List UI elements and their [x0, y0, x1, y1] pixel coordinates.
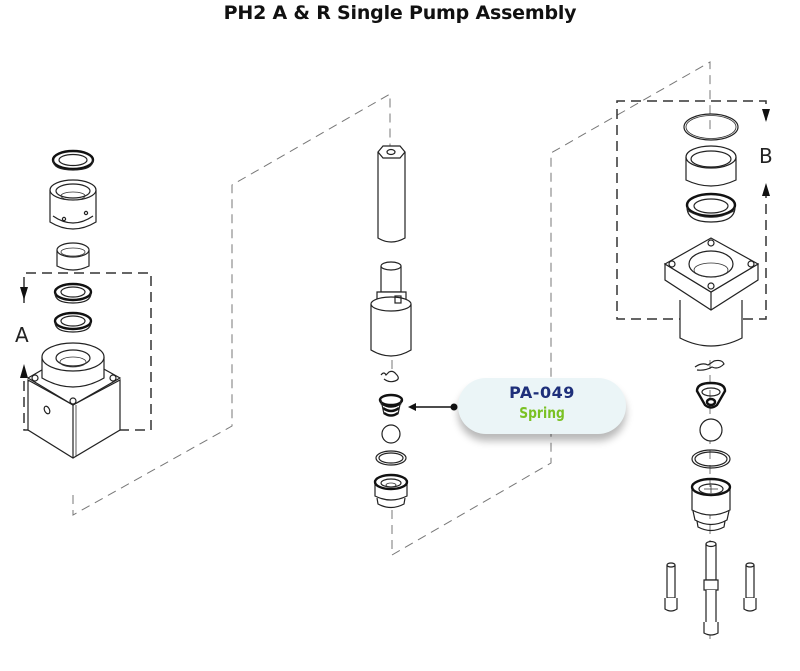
seal-ring-part [51, 149, 95, 171]
bolt-part [743, 562, 757, 612]
piston-part [370, 261, 412, 357]
bushing-part [685, 145, 737, 187]
retainer-clip-part [380, 370, 399, 383]
o-ring-part [683, 113, 739, 141]
flange-housing-part [663, 237, 760, 347]
bolt-part [703, 590, 719, 636]
valve-cage-part [695, 381, 727, 409]
packing-nut-part [49, 179, 97, 230]
seal-part [53, 311, 93, 333]
bushing-part [56, 242, 90, 271]
diagram-title: PH2 A & R Single Pump Assembly [223, 2, 577, 24]
section-a-bracket: A [15, 272, 152, 431]
section-b-label: B [759, 144, 773, 168]
right-component-group [663, 113, 760, 636]
seal-part [685, 192, 737, 223]
o-ring-part [691, 449, 731, 469]
valve-seat-part [373, 473, 409, 509]
plunger-rod-part [377, 145, 406, 243]
seal-part [53, 282, 93, 304]
callout-part-name: Spring [519, 404, 565, 422]
o-ring-part [375, 450, 407, 466]
inlet-valve-body-part [690, 477, 732, 532]
retainer-clip-part [694, 359, 725, 371]
check-ball-part [381, 424, 401, 444]
section-b-bracket: B [616, 100, 773, 320]
part-callout-bubble: PA-049 Spring [458, 378, 626, 434]
middle-component-group [370, 145, 412, 509]
left-component-group [26, 149, 122, 459]
bolt-part [664, 562, 678, 612]
pump-housing-block-part [26, 342, 122, 459]
callout-part-number: PA-049 [509, 383, 575, 402]
bolt-part [703, 540, 719, 591]
spring-part [378, 393, 404, 417]
check-ball-part [699, 418, 723, 442]
section-a-label: A [15, 323, 29, 347]
callout-arrow [408, 403, 458, 411]
